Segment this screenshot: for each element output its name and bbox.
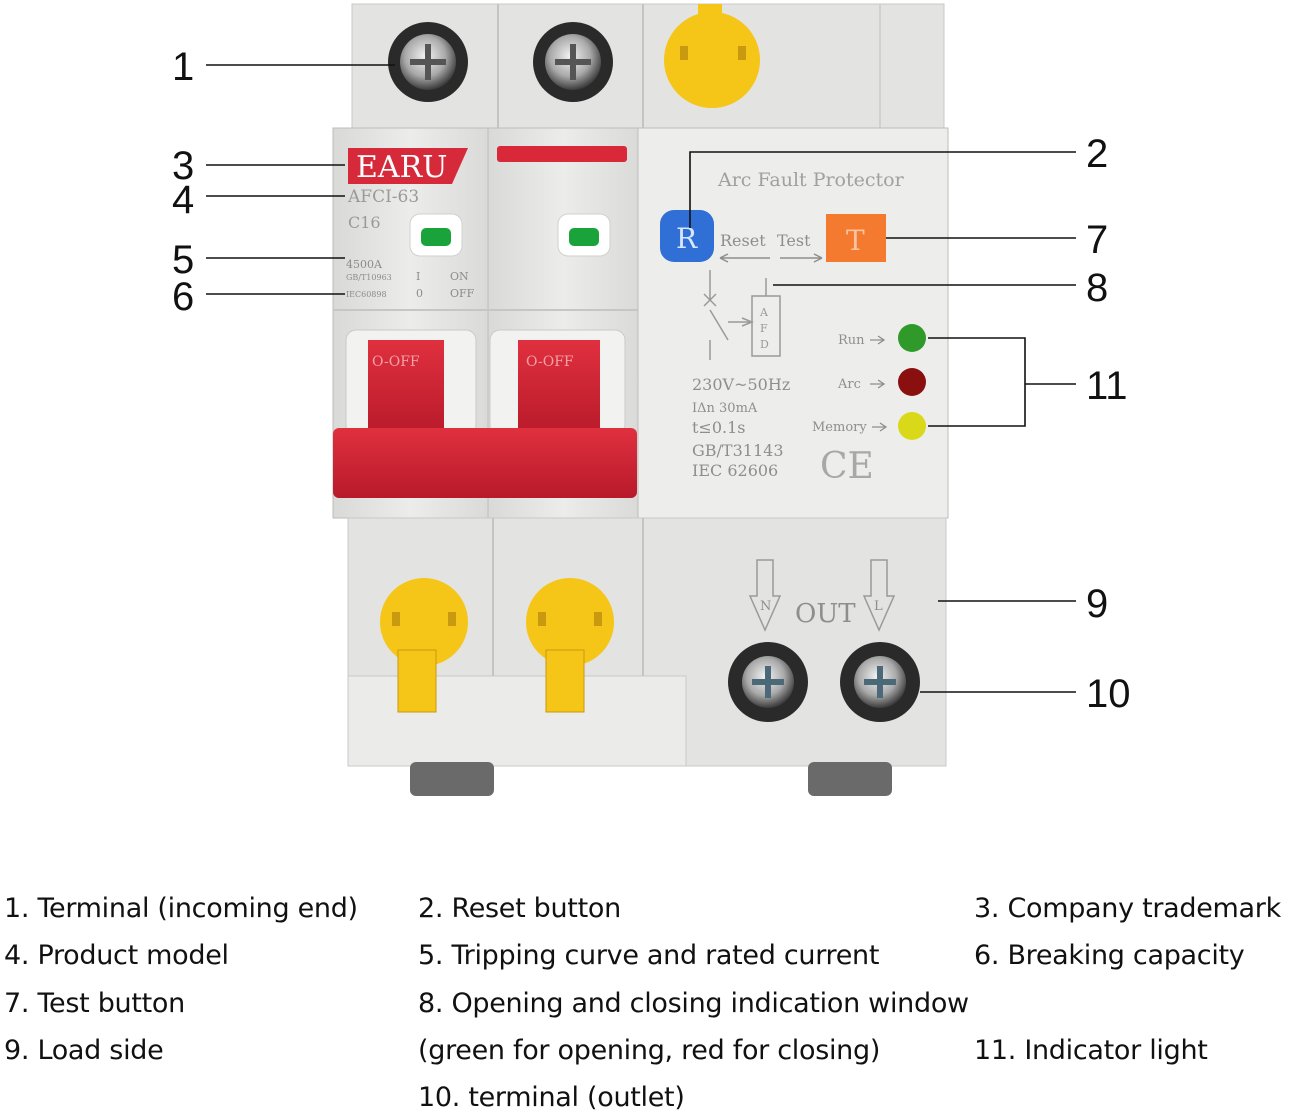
callout-2: 2 [1086, 132, 1109, 176]
afd-letter-a: A [759, 306, 769, 319]
spec-line-4: GB/T31143 [692, 441, 784, 460]
on-symbol: I [416, 270, 420, 283]
legend-item-3: 3. Company trademark [974, 893, 1281, 924]
bottom-yellow-terminal-right [526, 578, 614, 713]
ce-mark: CE [820, 446, 874, 487]
din-foot-right [808, 762, 892, 796]
incoming-terminal-screw-2 [533, 22, 613, 102]
out-label: OUT [795, 599, 856, 629]
outlet-terminal-screw-n [728, 642, 808, 722]
indicator-label-arc: Arc [837, 377, 861, 392]
afd-letter-f: F [760, 322, 768, 335]
callout-4: 4 [172, 178, 195, 222]
curve-rating-text: C16 [348, 213, 381, 232]
svg-text:O-OFF: O-OFF [372, 354, 420, 370]
run-led [898, 324, 926, 352]
spec-line-5: IEC 62606 [692, 461, 778, 480]
callout-8: 8 [1086, 266, 1109, 310]
out-l-letter: L [874, 599, 883, 614]
standard-text-2: IEC60898 [346, 290, 387, 299]
callout-5: 5 [172, 238, 195, 282]
legend-item-10: 10. terminal (outlet) [418, 1082, 685, 1113]
reset-button[interactable]: R [660, 210, 714, 262]
legend-item-8-note: (green for opening, red for closing) [418, 1035, 881, 1066]
callout-10: 10 [1086, 672, 1131, 716]
memory-led [898, 412, 926, 440]
svg-text:R: R [676, 222, 698, 255]
reset-label: Reset [720, 231, 766, 250]
callout-7: 7 [1086, 218, 1109, 262]
on-label: ON [450, 270, 469, 283]
out-arrow-n [748, 559, 782, 632]
off-label: OFF [450, 287, 475, 300]
indicator-label-memory: Memory [812, 420, 867, 435]
model-text: AFCI-63 [347, 187, 419, 207]
indicator-label-run: Run [838, 333, 865, 348]
svg-text:T: T [846, 224, 865, 257]
callout-9: 9 [1086, 582, 1109, 626]
top-yellow-terminal-cover [664, 4, 760, 108]
svg-text:O-OFF: O-OFF [526, 354, 574, 370]
afd-letter-d: D [760, 338, 769, 351]
off-symbol: 0 [416, 287, 423, 300]
test-button[interactable]: T [826, 214, 886, 262]
arc-led [898, 368, 926, 396]
legend-item-5: 5. Tripping curve and rated current [418, 940, 880, 971]
breaking-capacity-text: 4500A [346, 258, 383, 271]
status-window-left [409, 213, 463, 257]
callout-11: 11 [1086, 364, 1128, 408]
earu-logo: EARU [348, 148, 468, 185]
spec-line-2: IΔn 30mA [692, 401, 758, 416]
switch-schematic [703, 270, 781, 360]
out-arrow-l [862, 559, 896, 632]
outlet-terminal-screw-l [840, 642, 920, 722]
spec-line-1: 230V~50Hz [692, 375, 790, 394]
callout-1: 1 [172, 45, 195, 89]
right-pole-red-strip [497, 146, 627, 162]
legend-item-7: 7. Test button [4, 988, 185, 1019]
svg-text:EARU: EARU [356, 150, 447, 185]
legend-item-1: 1. Terminal (incoming end) [4, 893, 358, 924]
din-foot-left [410, 762, 494, 796]
legend-item-8: 8. Opening and closing indication window [418, 988, 969, 1019]
afd-title: Arc Fault Protector [717, 169, 905, 191]
standard-text-1: GB/T10963 [346, 273, 392, 282]
legend-item-6: 6. Breaking capacity [974, 940, 1245, 971]
out-n-letter: N [760, 599, 771, 614]
test-label: Test [777, 231, 811, 250]
handle-tie-bar[interactable] [333, 428, 637, 498]
legend-item-2: 2. Reset button [418, 893, 621, 924]
incoming-terminal-screw-1 [388, 22, 468, 102]
callout-3: 3 [172, 144, 195, 188]
legend-item-9: 9. Load side [4, 1035, 164, 1066]
breaker-illustration: EARU AFCI-63 C16 4500A GB/T10963 IEC6089… [206, 3, 1076, 796]
status-window-right [557, 213, 611, 257]
toggle-handle-right[interactable]: O-OFF [489, 329, 626, 436]
toggle-handle-left[interactable]: O-OFF [345, 329, 477, 436]
legend-item-11: 11. Indicator light [974, 1035, 1208, 1066]
spec-line-3: t≤0.1s [692, 418, 746, 437]
leader-lines [206, 64, 1076, 693]
bottom-yellow-terminal-left [380, 578, 468, 713]
callout-6: 6 [172, 275, 195, 319]
legend-item-4: 4. Product model [4, 940, 229, 971]
